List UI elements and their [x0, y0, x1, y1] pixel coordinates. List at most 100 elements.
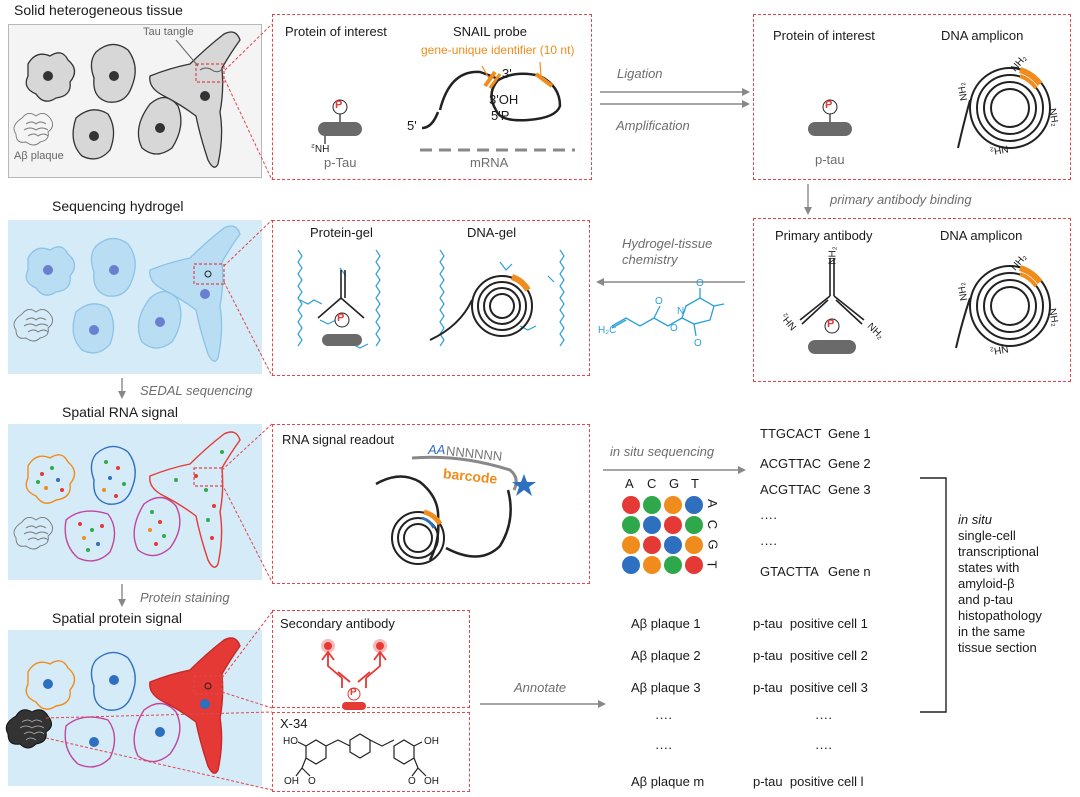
panel2-title: Sequencing hydrogel: [52, 198, 184, 214]
base-call-dot: [643, 536, 661, 554]
x34-ho: HO: [283, 736, 298, 747]
summary-line: states with: [958, 560, 1020, 575]
summary-text: in situ single-cell transcriptional stat…: [958, 512, 1070, 656]
cell-annotation: ····: [815, 710, 833, 725]
base-grid: A C G T A C G T: [622, 476, 722, 576]
base-call-dot: [643, 496, 661, 514]
ptau-positive-cell: [149, 637, 241, 774]
p-mark: P: [337, 312, 345, 324]
gene-sequence: ····: [760, 510, 778, 525]
sequence-aa: AA: [428, 442, 446, 457]
gene-name: Gene n: [828, 564, 871, 579]
box3-amplicon-label: DNA amplicon: [940, 228, 1023, 243]
plaque-annotation: Aβ plaque 3: [631, 680, 701, 695]
primary-antibody-label: Primary antibody: [775, 228, 873, 243]
box2-amplicon-label: DNA amplicon: [941, 28, 1024, 43]
svg-text:O: O: [696, 278, 704, 289]
annotation-list: Aβ plaque 1 p-tau positive cell 1 Aβ plaqu…: [615, 612, 915, 794]
base-call-dot: [664, 516, 682, 534]
tau-tangle-label: Tau tangle: [143, 26, 194, 38]
summary-line: amyloid-β: [958, 576, 1015, 591]
gel-box: [272, 220, 590, 376]
base-col-label: T: [691, 476, 699, 491]
base-col-label: C: [647, 476, 657, 491]
primary-binding-label: primary antibody binding: [830, 192, 972, 207]
plaque-annotation: Aβ plaque m: [631, 774, 705, 789]
svg-text:N: N: [677, 306, 684, 317]
panel3-title: Spatial RNA signal: [62, 404, 178, 420]
p-mark: P: [827, 318, 835, 330]
gene-row: ····: [760, 536, 828, 551]
gene-row: GTACTTA Gene n: [760, 564, 871, 579]
base-call-dot: [622, 536, 640, 554]
summary-line: transcriptional: [958, 544, 1039, 559]
summary-line: in the same: [958, 624, 1026, 639]
rna-readout-title: RNA signal readout: [282, 432, 395, 447]
summary-line: and p-tau: [958, 592, 1013, 607]
plaque-annotation: ····: [655, 740, 673, 755]
secondary-antibody-title: Secondary antibody: [280, 616, 395, 631]
x34-oh-right: OH: [424, 736, 439, 747]
x34-title: X-34: [280, 716, 308, 731]
protein-gel-label: Protein-gel: [310, 225, 373, 240]
cell-annotation: p-tau positive cell 1: [753, 616, 868, 631]
gene-sequence: TTGCACT: [760, 426, 822, 441]
base-call-dot: [622, 496, 640, 514]
hydrogel-chem-label-1: Hydrogel-tissue: [622, 236, 713, 251]
base-call-dot: [664, 556, 682, 574]
summary-line: in situ: [958, 512, 992, 527]
p-mark: P: [335, 99, 343, 111]
cell-annotation: p-tau positive cell l: [753, 774, 864, 789]
plaque-annotation: Aβ plaque 1: [631, 616, 701, 631]
tau-cell-shape: [149, 31, 241, 168]
panel4-title: Spatial protein signal: [52, 610, 182, 626]
base-col-label: G: [669, 476, 680, 491]
secondary-antibody-box: [272, 610, 470, 708]
dna-gel-label: DNA-gel: [467, 225, 517, 240]
gene-name: Gene 2: [828, 456, 871, 471]
x34-box: [272, 712, 470, 792]
dna-amplicon-box: [753, 14, 1071, 180]
abeta-plaque-label: Aβ plaque: [14, 150, 64, 162]
box1-protein-label: Protein of interest: [285, 24, 387, 39]
gene-identifier-label: gene-unique identifier (10 nt): [421, 43, 575, 57]
base-call-dot: [685, 516, 703, 534]
panel1-title: Solid heterogeneous tissue: [14, 2, 183, 18]
snail-probe-label: SNAIL probe: [453, 24, 527, 39]
gene-row: TTGCACT Gene 1: [760, 426, 871, 441]
base-call-dot: [664, 496, 682, 514]
summary-line: tissue section: [958, 640, 1037, 655]
gene-sequence: GTACTTA: [760, 564, 819, 579]
cell-annotation: p-tau positive cell 3: [753, 680, 868, 695]
gene-sequence: ACGTTAC: [760, 482, 822, 497]
gene-name: Gene 1: [828, 426, 871, 441]
base-call-dot: [664, 536, 682, 554]
x34-oh-right2: OH: [424, 776, 439, 787]
box2-protein-label: Protein of interest: [773, 28, 875, 43]
five-p-label: 5'P: [491, 108, 510, 123]
protein-staining-label: Protein staining: [140, 590, 230, 605]
base-call-dot: [685, 536, 703, 554]
fluorophore-star-icon: [512, 474, 536, 496]
plaque-glyph: [13, 113, 53, 146]
summary-line: single-cell: [958, 528, 1016, 543]
base-call-dot: [643, 516, 661, 534]
ligation-label: Ligation: [617, 66, 663, 81]
x34-oh-left: OH: [284, 776, 299, 787]
